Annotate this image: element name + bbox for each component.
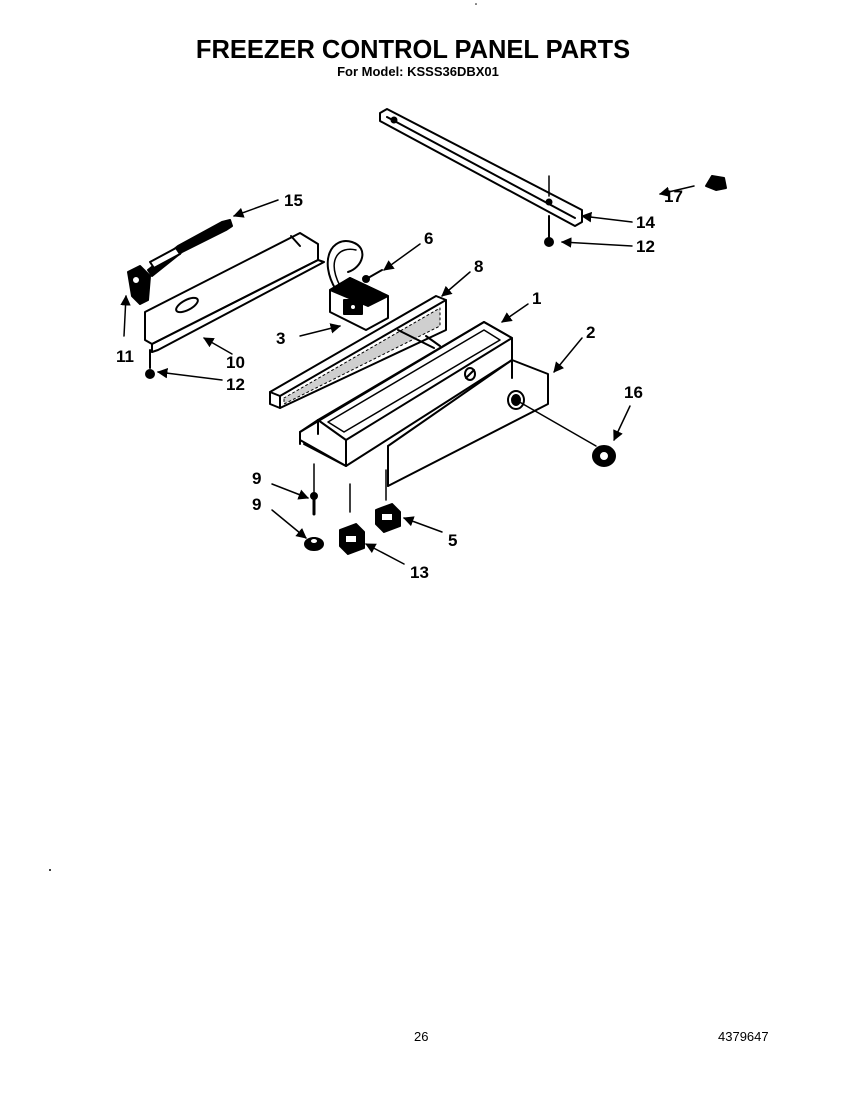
callout-9: 9 [252, 495, 261, 514]
part-1-housing [299, 321, 513, 467]
callout-4: 6 [424, 229, 433, 248]
callout-arrows [120, 185, 695, 565]
callout-10: 10 [226, 353, 245, 372]
part-3-switch [326, 240, 389, 331]
part-13-sensor [147, 219, 233, 277]
callout-11: 11 [116, 347, 134, 366]
callout-3: 3 [276, 329, 285, 348]
part-9-nut [304, 537, 324, 551]
part-11-clip [127, 265, 151, 305]
part-17-clip [705, 175, 727, 191]
part-14-bar [379, 108, 583, 227]
page-title: FREEZER CONTROL PANEL PARTS [195, 34, 631, 64]
callout-1: 1 [532, 289, 541, 308]
part-16-knob [592, 445, 616, 467]
callout-13: 15 [284, 191, 303, 210]
part-2-panel [387, 329, 549, 487]
callout-16: 16 [624, 383, 643, 402]
callout-12-left: 12 [226, 375, 245, 394]
callout-2: 2 [586, 323, 595, 342]
part-12-screw-left [145, 349, 155, 379]
callout-12-right: 12 [636, 237, 655, 256]
callout-5: 5 [448, 531, 457, 550]
part-12-screw-right [544, 175, 554, 247]
part-8-screw [310, 492, 318, 516]
page-number: 26 [414, 1029, 429, 1044]
callout-8: 9 [252, 469, 261, 488]
callout-14: 14 [636, 213, 655, 232]
knob-leader [515, 399, 597, 447]
part-4-screw [362, 269, 383, 283]
callout-6: 8 [474, 257, 483, 276]
model-subtitle: For Model: KSSS36DBX01 [337, 64, 499, 79]
document-number: 4379647 [718, 1029, 769, 1044]
callout-17: 17 [664, 187, 683, 206]
part-10-bracket [144, 232, 325, 353]
part-15-switch [339, 523, 365, 555]
callout-15: 13 [410, 563, 429, 582]
part-5-switch [375, 503, 401, 533]
